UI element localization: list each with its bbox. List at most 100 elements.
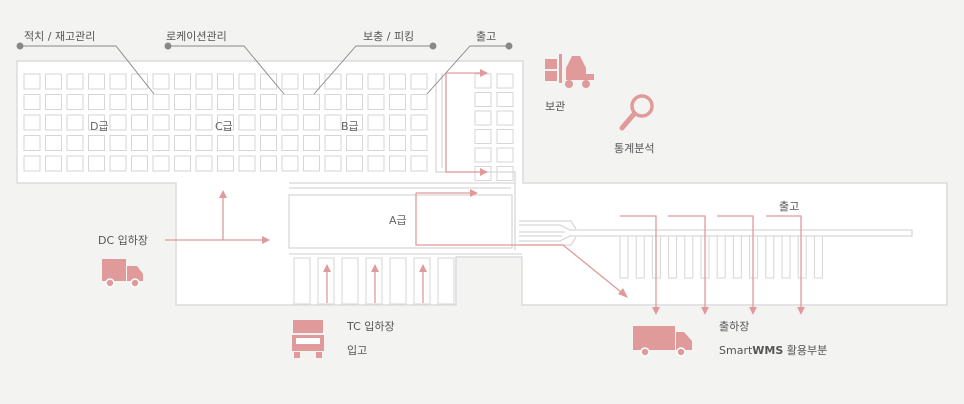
rack-cell <box>281 73 299 90</box>
label-dc-inbound: DC 입하장 <box>98 234 149 247</box>
rack-cell <box>174 73 191 90</box>
rack-cell <box>410 114 428 131</box>
rack-cell <box>66 114 84 131</box>
rack-cell <box>131 155 148 172</box>
rack-cell <box>195 135 213 151</box>
a-zone-box <box>288 194 513 249</box>
rack-cell <box>324 94 342 110</box>
arrowhead <box>262 236 270 244</box>
wms-suffix: 활용부분 <box>783 344 828 357</box>
leader-dot <box>16 42 24 50</box>
rack-cell <box>131 94 148 110</box>
chute <box>635 235 645 279</box>
rack-cell <box>45 114 62 131</box>
rack-cell <box>217 135 234 151</box>
rack-cell <box>367 114 385 131</box>
rack-cell <box>66 155 84 172</box>
arrowhead <box>371 264 379 272</box>
grade-d: D급 <box>90 120 109 133</box>
rack-cell <box>346 155 363 172</box>
label-receiving: 입고 <box>347 344 368 357</box>
rack-cell <box>367 135 385 151</box>
rack-cell <box>496 73 514 89</box>
rack-cell <box>238 155 256 172</box>
rack-cell <box>324 73 342 90</box>
rack-cell <box>346 73 363 90</box>
rack-cell <box>260 155 277 172</box>
rack-cell <box>303 135 320 151</box>
leader-location <box>168 45 285 95</box>
rack-cell <box>303 114 320 131</box>
label-wms-usage: SmartWMS 활용부분 <box>719 344 827 357</box>
container-truck-icon <box>292 320 324 358</box>
rack-cell <box>66 94 84 110</box>
truck-icon <box>102 259 143 288</box>
chute <box>781 235 791 279</box>
rack-cell <box>152 155 170 172</box>
rack-cell <box>66 135 84 151</box>
chute <box>765 235 775 279</box>
dock-bay <box>437 257 455 305</box>
rack-cell <box>474 110 492 126</box>
rack-cell <box>260 135 277 151</box>
label-shipping-right: 출고 <box>779 200 800 213</box>
rack-cell <box>281 155 299 172</box>
rack-cell <box>496 110 514 126</box>
rack-cell <box>260 73 277 90</box>
leader-shipping <box>426 45 509 95</box>
dock-bay <box>413 257 431 305</box>
rack-cell <box>195 155 213 172</box>
arrow-to-dock <box>415 193 627 297</box>
rack-cell <box>152 114 170 131</box>
rack-cell <box>23 73 41 90</box>
arrowhead <box>701 307 709 315</box>
rack-cell <box>303 73 320 90</box>
rack-cell <box>109 155 127 172</box>
label-outbound-dock: 출하장 <box>719 320 750 333</box>
rack-cell <box>389 94 406 110</box>
rack-cell <box>281 114 299 131</box>
rack-cell <box>152 73 170 90</box>
wms-prefix: Smart <box>719 344 753 357</box>
leader-storage-inventory <box>20 45 155 95</box>
rack-cell <box>474 73 492 89</box>
rack-cell <box>238 135 256 151</box>
dock-bay <box>317 257 335 305</box>
label-location: 로케이션관리 <box>166 30 227 43</box>
conveyor-line-3 <box>519 220 577 230</box>
conveyor-belt <box>519 224 913 242</box>
rack-cell <box>496 147 514 163</box>
arrowhead <box>480 69 488 77</box>
rack-cell <box>324 155 342 172</box>
search-icon <box>619 94 654 131</box>
rack-cell <box>238 73 256 90</box>
rack-cell <box>410 155 428 172</box>
rack-cell <box>109 94 127 110</box>
dock-bay <box>341 257 359 305</box>
rack-cell <box>23 155 41 172</box>
forklift-icon <box>545 54 594 88</box>
label-storage-inventory: 적치 / 재고관리 <box>24 30 96 43</box>
rack-cell <box>496 129 514 144</box>
rack-cell <box>131 135 148 151</box>
dock-bay <box>293 257 311 305</box>
arrow-out-3 <box>717 215 754 313</box>
tc-dock-bays <box>293 257 455 305</box>
rack-cell <box>389 114 406 131</box>
rack-cell <box>131 73 148 90</box>
rack-cell <box>109 114 127 131</box>
chute <box>813 235 823 279</box>
chute <box>619 235 629 279</box>
rack-cell <box>109 135 127 151</box>
leader-dot <box>505 42 513 50</box>
arrow-out-2 <box>668 215 706 313</box>
rack-cell <box>88 155 105 172</box>
arrowhead <box>219 190 227 198</box>
chute <box>716 235 726 279</box>
rack-cell <box>131 114 148 131</box>
rack-cell <box>195 114 213 131</box>
rack-cell <box>174 135 191 151</box>
rack-cell <box>217 114 234 131</box>
arrowhead <box>480 168 488 176</box>
